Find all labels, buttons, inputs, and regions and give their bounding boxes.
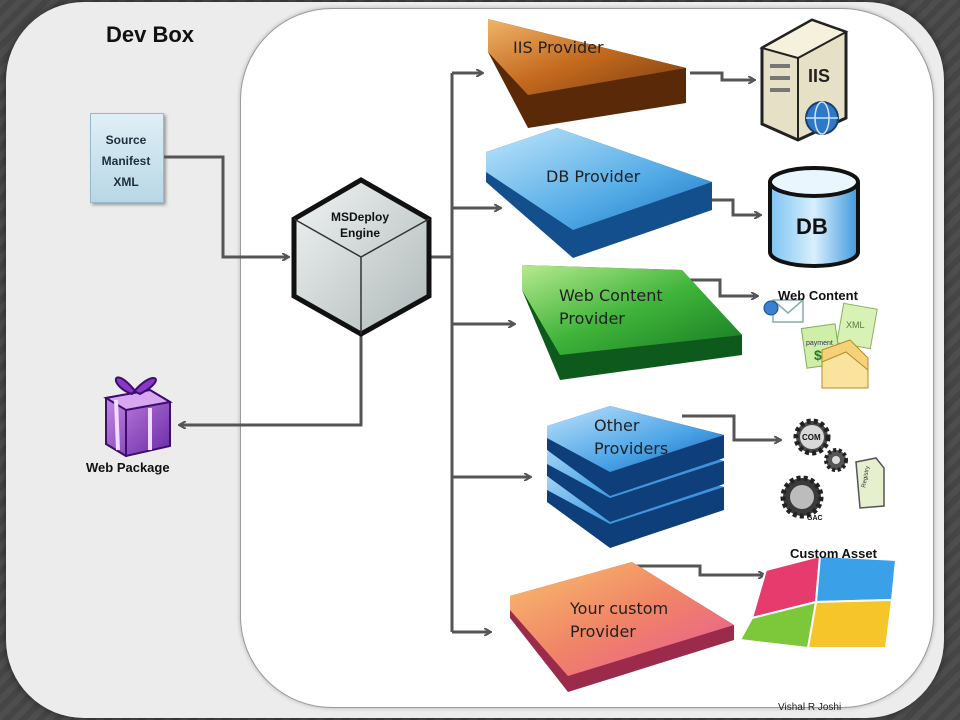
connector-lines [164, 73, 780, 632]
xml-badge: XML [846, 320, 865, 330]
iis-provider-label: IIS Provider [513, 38, 604, 57]
msdeploy-engine-cube [291, 177, 432, 337]
iis-provider-to-server-arrow [690, 71, 754, 80]
engine-line-1: MSDeploy [330, 210, 389, 224]
web-content-asset-label: Web Content [778, 288, 859, 303]
web-package-label: Web Package [86, 460, 170, 475]
database-icon [768, 166, 860, 268]
payment-label: payment [806, 340, 833, 347]
db-asset-label: DB [796, 214, 828, 239]
msdeploy-engine-label: MSDeploy Engine [308, 209, 412, 241]
manifest-to-engine-arrow [164, 155, 288, 257]
custom-asset-label: Custom Asset [790, 546, 877, 561]
com-label: COM [802, 433, 821, 442]
author-credit: Vishal R Joshi [778, 702, 842, 713]
db-provider-label: DB Provider [546, 167, 641, 186]
custom-provider-to-asset-arrow [632, 564, 764, 575]
custom-provider-label: Your custom Provider [570, 597, 668, 643]
engine-line-2: Engine [339, 226, 380, 240]
web-provider-line-2: Provider [559, 309, 625, 328]
other-provider-to-com-arrow [682, 414, 780, 440]
registry-label: Registry [861, 466, 871, 489]
iis-asset-label: IIS [808, 66, 830, 86]
db-provider-to-db-arrow [712, 198, 760, 215]
gac-gear-icon [780, 475, 824, 519]
other-providers-label: Other Providers [594, 414, 668, 460]
custom-asset-puzzle-icon [738, 554, 898, 650]
web-provider-line-1: Web Content [559, 286, 663, 305]
custom-provider-line-2: Provider [570, 622, 636, 641]
source-manifest-document [90, 113, 164, 203]
other-providers-stack [547, 406, 724, 548]
iis-server-icon [759, 18, 849, 142]
source-line: Source [105, 133, 147, 147]
engine-to-package-arrow [180, 335, 363, 425]
custom-provider-line-1: Your custom [570, 599, 669, 618]
web-provider-to-content-arrow [682, 278, 757, 296]
web-provider-slab [522, 265, 742, 380]
db-provider-slab [486, 128, 712, 258]
dev-box-title: Dev Box [106, 22, 195, 47]
com-gear-icon [793, 418, 831, 456]
xml-line: XML [113, 175, 139, 189]
iis-provider-slab [488, 19, 686, 128]
dollar-sign: $ [814, 347, 822, 363]
custom-provider-slab [510, 562, 734, 692]
registry-document-icon [855, 457, 885, 509]
source-manifest-label: Source Manifest XML [90, 130, 162, 193]
other-providers-line-2: Providers [594, 439, 669, 458]
gac-label: GAC [807, 515, 823, 522]
small-gear-icon [824, 448, 848, 472]
manifest-line: Manifest [101, 154, 151, 168]
web-provider-label: Web Content Provider [559, 284, 663, 330]
other-providers-line-1: Other [594, 416, 640, 435]
web-package-gift-icon [103, 376, 173, 458]
web-content-icons [763, 299, 878, 389]
